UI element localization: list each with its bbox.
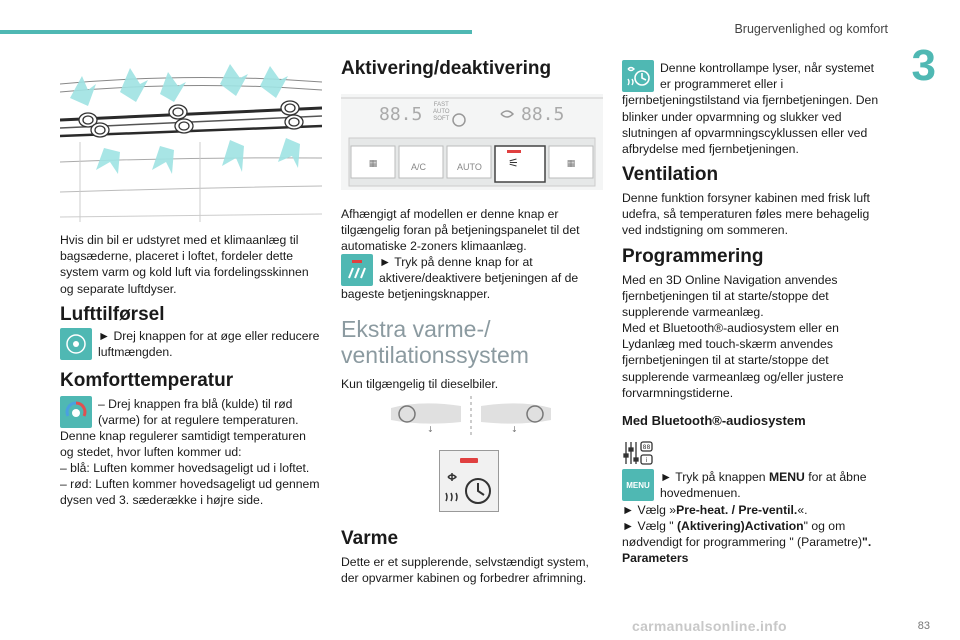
activation-text-2: ► Tryk på denne knap for at aktivere/dea… xyxy=(341,255,579,302)
steering-wheels-illustration: ↓ ↓ xyxy=(391,396,551,436)
komfort-line-1: – Drej knappen fra blå (kulde) til rød (… xyxy=(98,397,299,428)
indicator-lamp-text: Denne kontrollampe lyser, når systemet e… xyxy=(622,61,879,157)
svg-text:i: i xyxy=(646,457,648,464)
activation-heading: Aktivering/deaktivering xyxy=(341,58,552,79)
programming-text-2: Med et Bluetooth®-audiosystem eller en L… xyxy=(622,321,844,400)
bluetooth-heading: Med Bluetooth®-audiosystem xyxy=(622,413,806,428)
ventilation-text: Denne funktion forsyner kabinen med fris… xyxy=(622,191,870,238)
svg-text:▦: ▦ xyxy=(369,159,378,169)
komfort-line-4: – rød: Luften kommer hovedsageligt ud ge… xyxy=(60,477,320,508)
menu-button-icon: MENU xyxy=(622,469,654,501)
page-number: 83 xyxy=(917,620,930,632)
step-2: ► Vælg »Pre-heat. / Pre-ventil.«. xyxy=(622,503,808,517)
step-1: ► Tryk på knappen MENU for at åbne hoved… xyxy=(660,470,867,501)
luftforsel-text: ► Drej knappen for at øge eller reducere… xyxy=(98,329,320,360)
svg-text:88: 88 xyxy=(643,444,651,451)
heater-timer-indicator-icon xyxy=(622,60,654,92)
panel-right-temp: 88.5 xyxy=(521,104,565,125)
climate-control-panel-illustration: ▦ ▦ xyxy=(341,94,603,190)
komfort-line-2: Denne knap regulerer samtidigt temperatu… xyxy=(60,429,306,460)
luftforsel-heading: Lufttilførsel xyxy=(60,304,165,325)
varme-text: Dette er et supplerende, selvstændigt sy… xyxy=(341,555,589,586)
header-accent-bar xyxy=(0,30,472,34)
panel-ac-button[interactable]: A/C xyxy=(411,162,427,172)
svg-text:↓: ↓ xyxy=(511,425,518,434)
extra-system-heading: Ekstra varme-/ ventilationssystem xyxy=(341,316,529,368)
step-3: ► Vælg " (Aktivering)Activation" og om n… xyxy=(622,519,872,566)
rear-seat-climate-icon: ⚟ xyxy=(508,156,519,170)
chapter-number: 3 xyxy=(911,41,936,90)
temperature-knob-icon xyxy=(60,396,92,428)
watermark: carmanualsonline.info xyxy=(632,618,787,634)
intro-paragraph: Hvis din bil er udstyret med et klimaanl… xyxy=(60,233,309,296)
programming-text-1: Med en 3D Online Navigation anvendes fje… xyxy=(622,273,838,320)
programming-heading: Programmering xyxy=(622,246,764,267)
komfort-heading: Komforttemperatur xyxy=(60,370,234,391)
panel-rear-control-button[interactable]: ⚟ xyxy=(508,156,519,170)
ceiling-vents-illustration xyxy=(60,62,322,224)
section-title: Brugervenlighed og komfort xyxy=(734,22,888,36)
varme-heading: Varme xyxy=(341,528,399,549)
panel-left-temp: 88.5 xyxy=(379,104,423,125)
svg-text:↓: ↓ xyxy=(427,425,434,434)
ventilation-heading: Ventilation xyxy=(622,164,719,185)
activation-text-1: Afhængigt af modellen er denne knap er t… xyxy=(341,207,580,254)
heater-timer-button-illustration xyxy=(439,450,499,512)
panel-fan-modes: FAST AUTO SOFT xyxy=(433,102,450,122)
svg-text:▦: ▦ xyxy=(567,159,576,169)
fan-knob-icon xyxy=(60,328,92,360)
panel-auto-button[interactable]: AUTO xyxy=(457,162,482,172)
extra-system-text: Kun tilgængelig til dieselbiler. xyxy=(341,377,499,391)
audio-system-icon: 88 i xyxy=(623,441,653,465)
rear-control-activation-icon xyxy=(341,254,373,286)
komfort-line-3: – blå: Luften kommer hovedsageligt ud i … xyxy=(60,461,310,475)
